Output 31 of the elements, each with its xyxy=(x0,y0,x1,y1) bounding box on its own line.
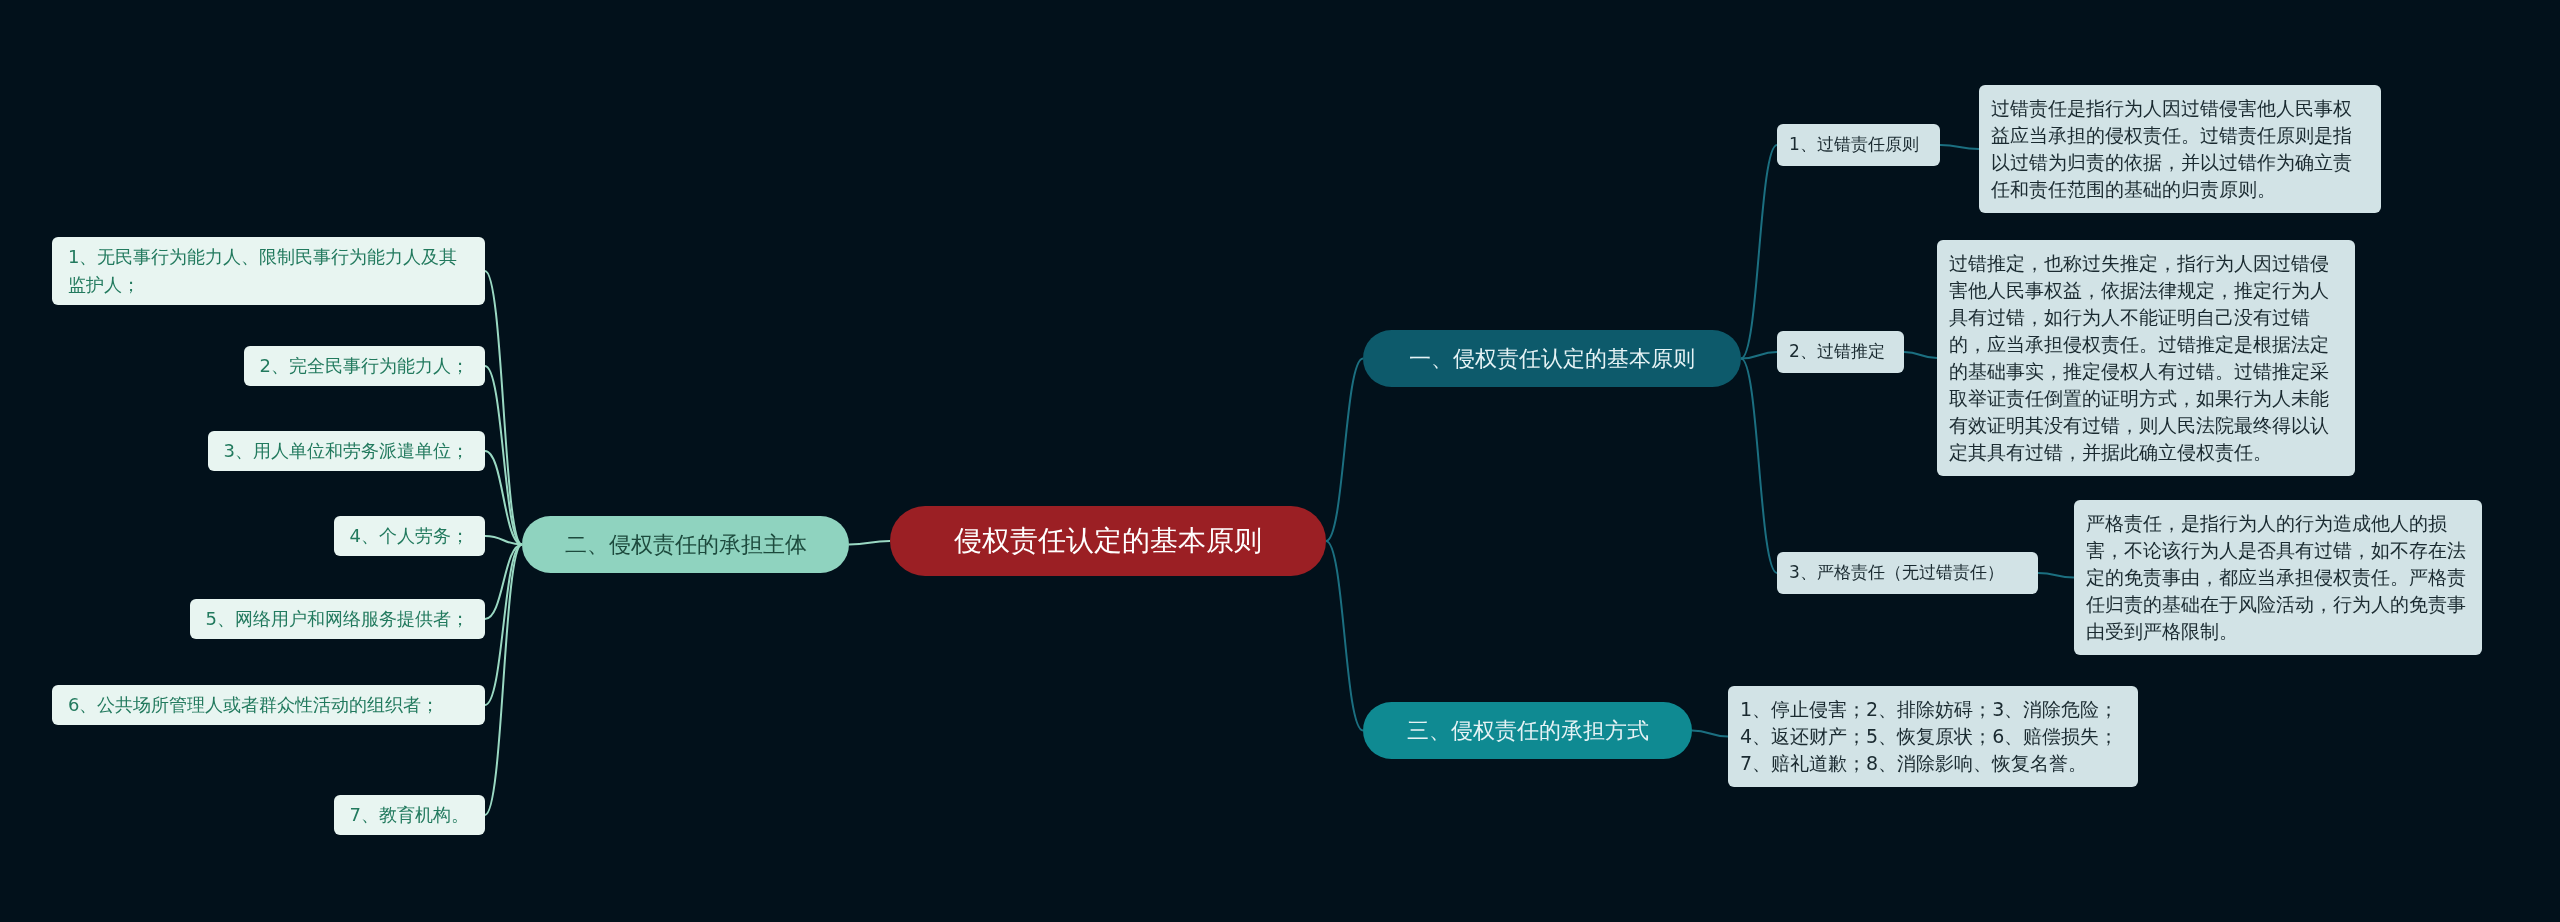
branch-topic: 三、侵权责任的承担方式 xyxy=(1363,702,1692,759)
connector-line xyxy=(1903,351,1938,359)
connector-line xyxy=(848,540,891,546)
subtopic-box: 1、过错责任原则 xyxy=(1777,124,1940,166)
connector-line xyxy=(2037,572,2075,579)
item-box: 1、无民事行为能力人、限制民事行为能力人及其监护人； xyxy=(52,237,485,305)
item-box: 2、完全民事行为能力人； xyxy=(243,346,485,386)
item-box: 6、公共场所管理人或者群众性活动的组织者； xyxy=(52,685,485,725)
connector-line xyxy=(1740,351,1778,360)
connector-line xyxy=(1740,357,1778,574)
connector-line xyxy=(1325,357,1364,542)
connector-line xyxy=(484,543,523,706)
connector-line xyxy=(1325,540,1364,732)
description-box: 过错责任是指行为人因过错侵害他人民事权益应当承担的侵权责任。过错责任原则是指以过错为归责的依据，并以过错作为确立责任和责任范围的基础的归责原则。 xyxy=(1979,85,2381,213)
description-box: 过错推定，也称过失推定，指行为人因过错侵害他人民事权益，依据法律规定，推定行为人具有过错，如行为人不能证明自己没有过错的，应当承担侵权责任。过错推定是根据法定的基础事实，推定侵权人有过错。过错推定采取举证责任倒置的证明方式，如果行为人未能有效证明其没有过错，则人民法院最终得以认定其具有过错，并据此确立侵权责任。 xyxy=(1937,240,2355,476)
subtopic-box: 2、过错推定 xyxy=(1777,331,1904,373)
branch-topic: 一、侵权责任认定的基本原则 xyxy=(1363,330,1741,387)
root-topic: 侵权责任认定的基本原则 xyxy=(890,506,1326,576)
item-box: 7、教育机构。 xyxy=(333,795,485,835)
connector-line xyxy=(1939,144,1980,150)
connector-line xyxy=(1740,144,1778,360)
item-box: 5、网络用户和网络服务提供者； xyxy=(189,599,485,639)
subtopic-box: 3、严格责任（无过错责任） xyxy=(1777,552,2038,594)
description-box: 1、停止侵害；2、排除妨碍；3、消除危险；4、返还财产；5、恢复原状；6、赔偿损失；7、赔礼道歉；8、消除影响、恢复名誉。 xyxy=(1728,686,2138,787)
connector-line xyxy=(484,543,523,816)
connector-line xyxy=(484,365,523,546)
description-box: 严格责任，是指行为人的行为造成他人的损害，不论该行为人是否具有过错，如不存在法定的免责事由，都应当承担侵权责任。严格责任归责的基础在于风险活动，行为人的免责事由受到严格限制。 xyxy=(2074,500,2482,655)
item-box: 3、用人单位和劳务派遣单位； xyxy=(207,431,485,471)
item-box: 4、个人劳务； xyxy=(333,516,485,556)
branch-topic: 二、侵权责任的承担主体 xyxy=(522,516,849,573)
connector-line xyxy=(1691,729,1729,738)
